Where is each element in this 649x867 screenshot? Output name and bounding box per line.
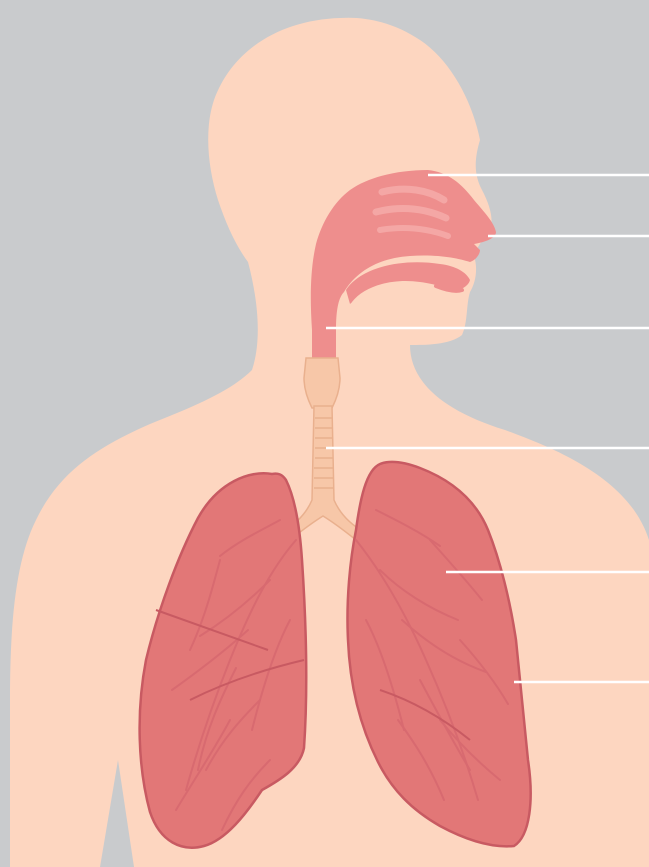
larynx: [304, 358, 340, 408]
